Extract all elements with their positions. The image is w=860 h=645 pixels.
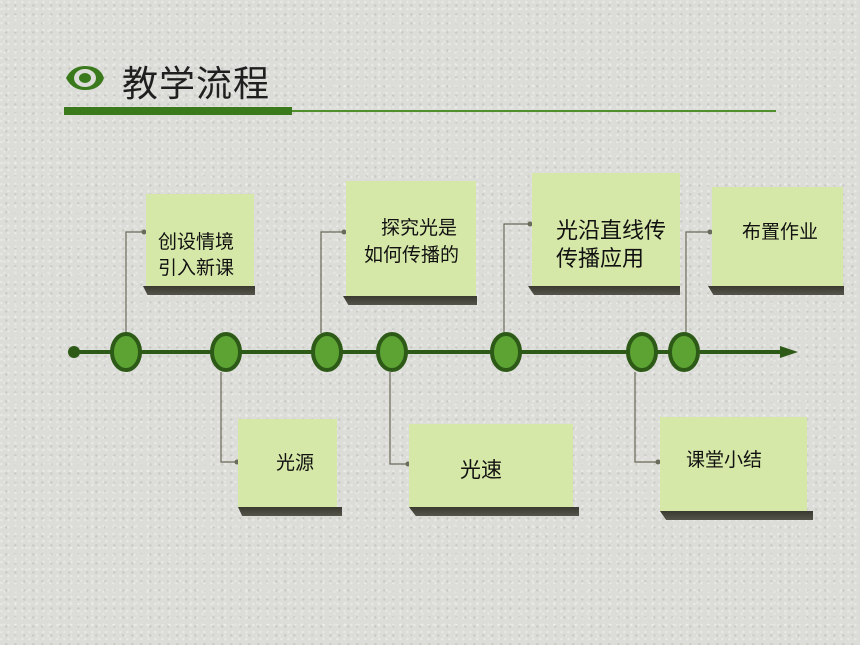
step-card-2 (238, 419, 337, 507)
step-card-6 (660, 417, 807, 511)
card-shadow (660, 511, 813, 520)
step-7-line-1: 布置作业 (742, 221, 819, 243)
connector-step-3 (320, 231, 344, 333)
step-1-line-2: 引入新课 (158, 257, 235, 279)
step-1-line-1: 创设情境 (158, 231, 235, 253)
step-2-line-1: 光源 (276, 452, 315, 474)
step-4-line-1: 光速 (460, 458, 502, 482)
timeline-node (210, 332, 242, 372)
card-shadow (409, 507, 579, 516)
timeline-arrowhead (780, 346, 798, 358)
connector-step-7 (685, 231, 710, 333)
connector-step-5 (503, 223, 530, 333)
step-card-5 (532, 173, 680, 286)
step-5-line-2: 传播应用 (556, 247, 645, 272)
timeline-node (311, 332, 343, 372)
card-shadow (238, 507, 342, 516)
step-5-line-1: 光沿直线传 (556, 219, 667, 244)
card-shadow (143, 286, 255, 295)
connector-step-6 (634, 372, 658, 463)
timeline-start-dot (68, 346, 80, 358)
step-card-1 (146, 194, 254, 286)
timeline-node (626, 332, 658, 372)
step-3-line-2: 如何传播的 (364, 244, 460, 266)
step-card-3 (346, 181, 476, 296)
title-underline-thick (64, 107, 292, 115)
eye-ring-icon (66, 66, 104, 90)
step-card-7 (712, 187, 843, 286)
timeline-node (668, 332, 700, 372)
timeline-node (376, 332, 408, 372)
timeline-node (490, 332, 522, 372)
card-shadow (708, 286, 844, 295)
step-card-4 (409, 424, 573, 507)
card-shadow (528, 286, 680, 295)
connector-step-1 (125, 231, 144, 333)
step-6-line-1: 课堂小结 (686, 449, 763, 471)
page-title: 教学流程 (122, 64, 271, 105)
title-underline-thin (292, 110, 776, 112)
card-shadow (343, 296, 477, 305)
timeline-node (110, 332, 142, 372)
step-3-line-1: 探究光是 (381, 217, 458, 239)
connector-step-2 (220, 372, 237, 463)
connector-step-4 (389, 372, 408, 465)
